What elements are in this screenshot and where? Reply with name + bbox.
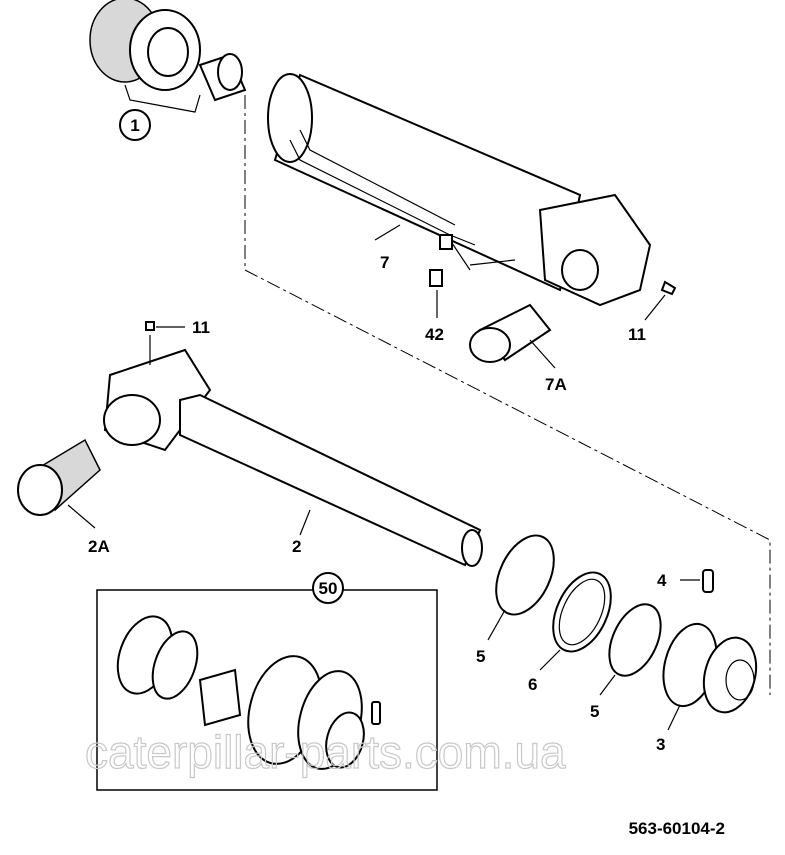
gland-part-1 (89, 0, 247, 102)
label-3: 3 (656, 735, 665, 754)
leader-2A (67, 504, 96, 529)
assembly-centerline (244, 95, 771, 695)
label-4: 4 (657, 571, 667, 590)
leader-6 (539, 649, 561, 671)
drawing-number: 563-60104-2 (629, 819, 725, 838)
grease-nipple-11-rod (145, 321, 155, 331)
leader-1 (124, 84, 201, 113)
cylinder-barrel-part-7 (267, 73, 652, 307)
fitting-part-42 (429, 269, 443, 287)
label-5-left: 5 (476, 647, 485, 666)
seal-part-5-left (495, 534, 555, 616)
label-50: 50 (319, 579, 338, 598)
leader-7A (529, 339, 556, 369)
leader-3 (667, 704, 681, 731)
seal-kit-parts (116, 615, 381, 770)
callout-circle-50 (312, 572, 344, 604)
seal-part-6 (552, 571, 612, 653)
seal-part-5-right (608, 603, 662, 677)
label-11-rod: 11 (192, 318, 210, 337)
leader-7 (374, 224, 401, 241)
bushing-part-2A (17, 438, 101, 516)
label-2: 2 (292, 537, 301, 556)
label-11-top: 11 (628, 325, 646, 344)
label-5-right: 5 (590, 702, 599, 721)
label-6: 6 (528, 675, 537, 694)
piston-part-3 (662, 622, 758, 714)
leader-5-left (487, 609, 506, 641)
callout-circle-1 (119, 109, 151, 141)
label-7: 7 (380, 253, 389, 272)
label-7A: 7A (545, 375, 567, 394)
label-1: 1 (130, 116, 139, 135)
leader-2 (299, 509, 311, 536)
leader-11-top (644, 294, 666, 321)
bushing-part-7A (469, 303, 552, 363)
grease-nipple-11 (660, 280, 677, 296)
piston-rod-part-2 (103, 348, 483, 567)
label-42: 42 (425, 325, 444, 344)
label-2A: 2A (88, 537, 110, 556)
pin-part-4 (702, 569, 714, 593)
watermark: caterpillar-parts.com.ua (85, 726, 566, 778)
leader-5-right (599, 674, 616, 696)
seal-kit-box-50 (96, 589, 438, 791)
